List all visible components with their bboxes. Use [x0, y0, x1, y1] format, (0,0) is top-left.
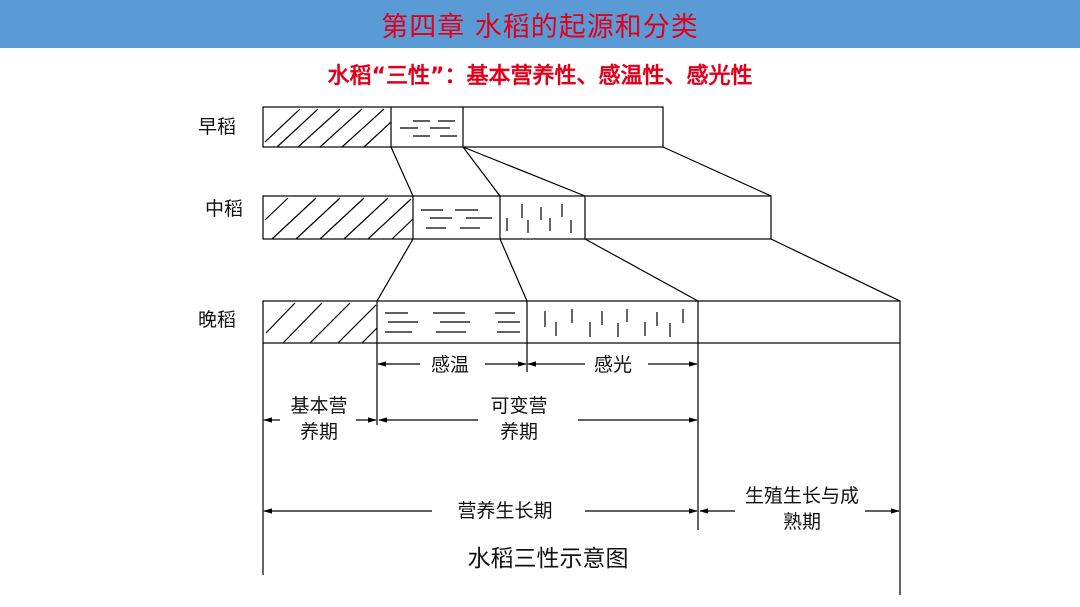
late-temperature-dashes	[385, 312, 520, 333]
late-basic-hatch	[265, 302, 378, 344]
label-variable-line1: 可变营	[490, 395, 547, 417]
phase-arrows	[263, 361, 900, 514]
middle-temperature-dashes	[421, 209, 492, 229]
label-temperature: 感温	[431, 354, 469, 376]
label-photo: 感光	[594, 354, 632, 376]
middle-photo-ticks	[506, 204, 572, 233]
row-label-late: 晚稻	[198, 309, 236, 331]
diagram-caption: 水稻三性示意图	[468, 546, 629, 572]
late-rice-bar	[262, 300, 901, 344]
diagram-lines	[262, 106, 901, 595]
middle-basic-hatch	[264, 197, 414, 240]
label-reproductive-line2: 熟期	[783, 511, 821, 533]
middle-rice-bar	[262, 195, 772, 240]
early-temperature-dashes	[400, 120, 457, 137]
late-photo-ticks	[544, 309, 684, 337]
row-label-early: 早稻	[198, 116, 236, 138]
slide-title: 第四章 水稻的起源和分类	[381, 11, 699, 43]
label-basic-line2: 养期	[300, 421, 338, 443]
slide-subtitle: 水稻“三性”：基本营养性、感温性、感光性	[327, 64, 753, 89]
title-bar: 第四章 水稻的起源和分类	[0, 0, 1080, 48]
label-vegetative: 营养生长期	[457, 500, 552, 522]
label-variable-line2: 养期	[500, 421, 538, 443]
label-basic-line1: 基本营	[290, 395, 347, 417]
early-basic-hatch	[264, 108, 392, 148]
label-reproductive-line1: 生殖生长与成	[745, 485, 859, 507]
row-label-middle: 中稻	[205, 198, 243, 220]
